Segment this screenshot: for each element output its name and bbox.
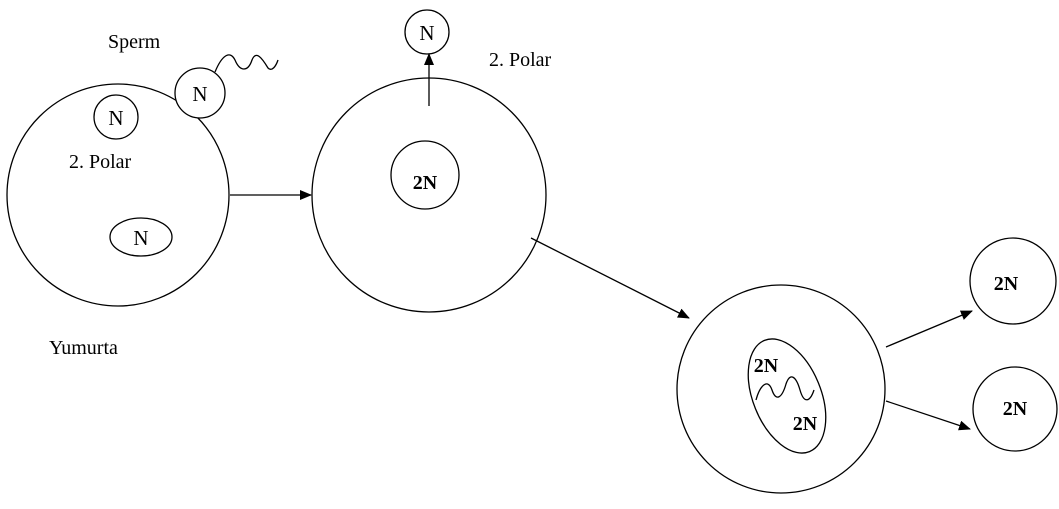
daughter-cell-top-outline [969,237,1057,325]
emitted-polar-body-label: N [419,21,434,45]
stage-egg: N N N 2. Polar [6,54,279,307]
zygote-nucleus-label: 2N [413,172,438,194]
egg-nucleus-label: N [133,226,148,250]
emitted-polar-body [404,9,450,55]
sperm-tail [214,54,279,73]
egg-nucleus [109,217,173,257]
sperm-nucleus-label: N [192,82,207,106]
daughter-cell-bottom: 2N [972,366,1058,452]
egg-label: Yumurta [49,337,118,359]
sperm-label: Sperm [108,31,161,53]
chromosome-squiggle [755,376,815,401]
egg-cell [6,83,230,307]
stage-zygote: 2N N [311,9,547,313]
sperm: N [174,54,279,119]
stage-division: 2N 2N [676,284,886,494]
polar-label-emitted: 2. Polar [489,49,552,71]
zygote-nucleus [390,140,460,210]
sperm-head [174,67,226,119]
dividing-nucleus-label-bottom: 2N [793,413,818,435]
arrow-to-daughter-bottom [885,400,971,431]
daughter-cell-bottom-label: 2N [1003,398,1028,420]
arrow-zygote-to-division [530,237,690,319]
daughter-cell-top-label: 2N [994,273,1019,295]
arrow-to-daughter-top [885,310,973,348]
polar-body-nucleus-label: N [108,106,123,130]
daughter-cell-bottom-outline [972,366,1058,452]
dividing-nucleus [747,338,827,454]
polar-body-in-egg [93,94,139,140]
dividing-nucleus-label-top: 2N [754,355,779,377]
daughter-cell-top: 2N [969,237,1057,325]
polar-label-egg: 2. Polar [69,151,132,173]
